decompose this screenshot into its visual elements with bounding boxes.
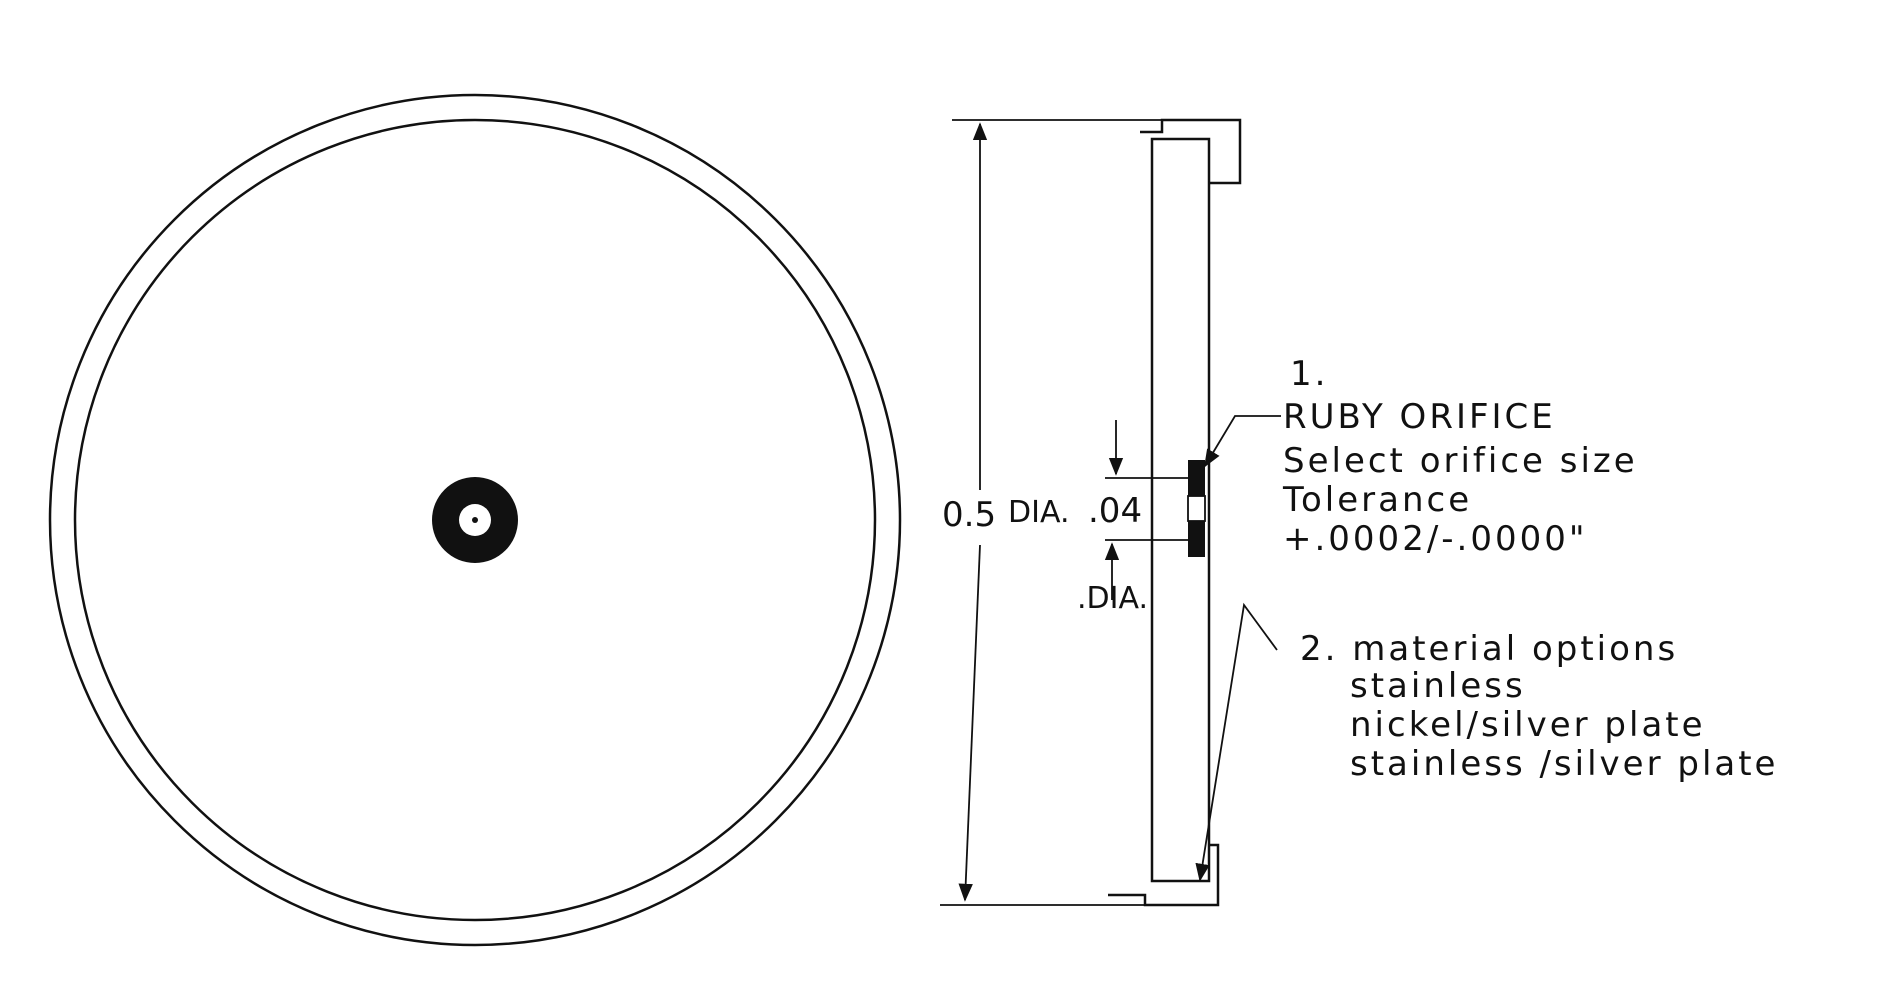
dimension-line-lower bbox=[958, 544, 981, 902]
side-view-body bbox=[1150, 137, 1211, 883]
side-view-top-flange bbox=[1140, 118, 1242, 185]
note-ruby-orifice: 1. RUBY ORIFICE Select orifice size Tole… bbox=[1204, 354, 1638, 559]
orifice-diameter-value: .04 bbox=[1088, 491, 1142, 531]
note1-line-2: Tolerance bbox=[1282, 480, 1472, 520]
ruby-orifice-insert-bottom bbox=[1188, 521, 1205, 557]
overall-diameter-unit: DIA. bbox=[1008, 495, 1069, 530]
note2-line-2: nickel/silver plate bbox=[1350, 705, 1706, 745]
note1-line-3: +.0002/-.0000" bbox=[1283, 519, 1588, 559]
orifice-center-point bbox=[472, 517, 478, 523]
note1-number: 1. bbox=[1290, 354, 1328, 394]
side-view-bottom-flange bbox=[1108, 843, 1220, 907]
front-view-outer-circle bbox=[48, 93, 902, 947]
front-view-inner-circle bbox=[73, 118, 877, 922]
front-view bbox=[48, 93, 902, 947]
note1-line-1: Select orifice size bbox=[1283, 441, 1638, 481]
orifice-diameter-unit: .DIA. bbox=[1077, 581, 1148, 616]
ruby-orifice-insert-top bbox=[1188, 460, 1205, 496]
note1-title: RUBY ORIFICE bbox=[1283, 397, 1556, 437]
orifice-diameter-dimension: .04 .DIA. bbox=[1077, 420, 1188, 616]
overall-diameter-value: 0.5 bbox=[942, 495, 996, 535]
note-material-options: 2. material options stainless nickel/sil… bbox=[1195, 602, 1778, 882]
note1-leader bbox=[1204, 415, 1281, 468]
note2-heading: 2. material options bbox=[1300, 629, 1678, 669]
side-view bbox=[1108, 118, 1242, 907]
overall-diameter-dimension: 0.5 DIA. bbox=[940, 119, 1162, 906]
ruby-orifice-insert-gap bbox=[1187, 495, 1206, 522]
note2-line-3: stainless /silver plate bbox=[1350, 744, 1778, 784]
note2-leader bbox=[1195, 602, 1278, 882]
note2-line-1: stainless bbox=[1350, 666, 1526, 706]
